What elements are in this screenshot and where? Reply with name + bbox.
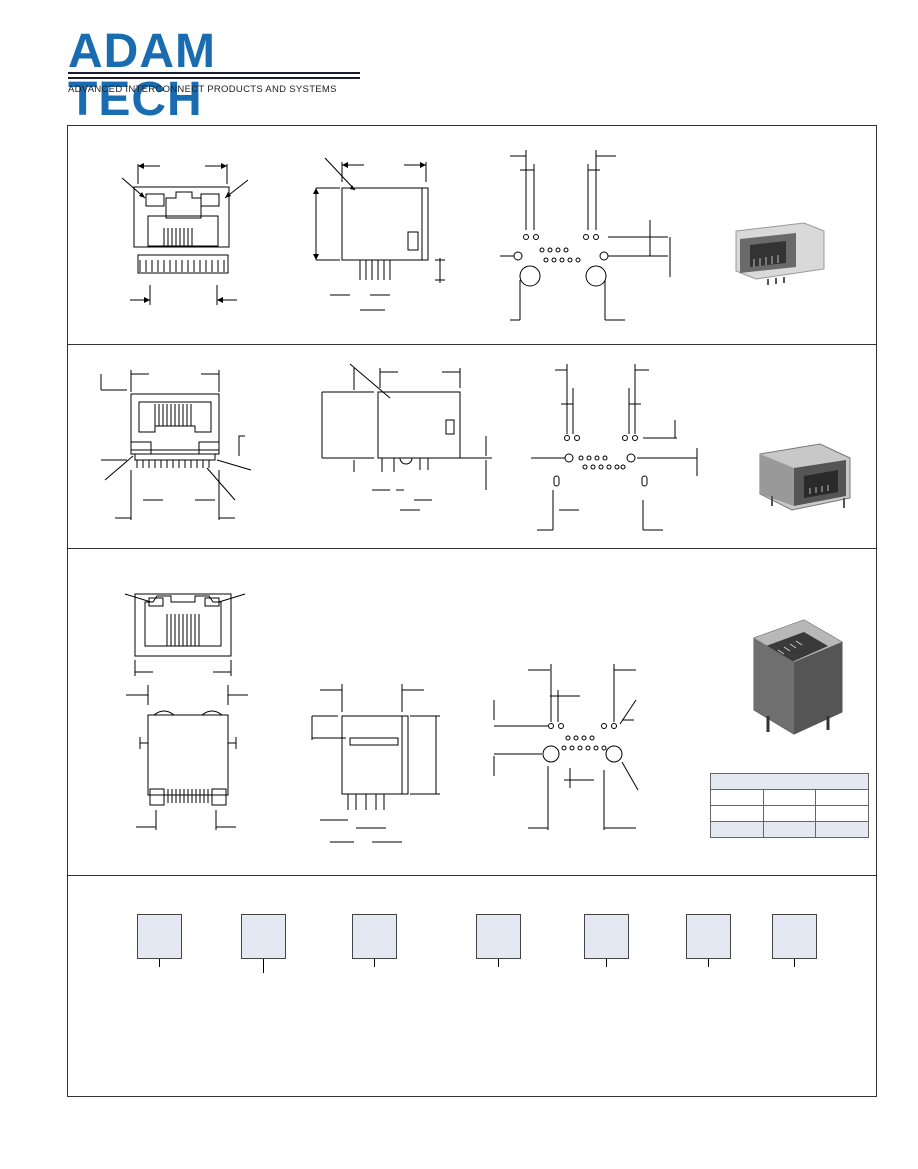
pcb-layout-drawing	[531, 364, 698, 531]
top-view-drawing	[124, 593, 246, 676]
option-table	[710, 773, 869, 838]
section-divider	[67, 875, 877, 876]
box-leader	[374, 959, 375, 967]
section-divider	[67, 344, 877, 345]
part-number-box	[686, 914, 731, 959]
side-view-drawing	[313, 157, 445, 311]
product-photo-1	[732, 217, 828, 292]
product-photo-3	[748, 612, 846, 747]
company-logo: ADAM TECH	[68, 28, 363, 124]
table-row	[710, 789, 869, 806]
part-number-box	[137, 914, 182, 959]
product-photo-2	[750, 436, 860, 521]
logo-rule	[68, 77, 360, 79]
part-number-box	[476, 914, 521, 959]
rj45-jack-icon	[753, 619, 843, 735]
table-row	[710, 821, 869, 838]
table-row	[710, 805, 869, 822]
front-view-drawing	[121, 163, 249, 305]
box-leader	[708, 959, 709, 967]
part-number-box	[584, 914, 629, 959]
pcb-layout-drawing	[493, 664, 639, 830]
box-leader	[794, 959, 795, 967]
drawing-frame	[67, 125, 877, 1097]
side-view-drawing	[311, 684, 440, 843]
tagline: ADVANCED INTERCONNECT PRODUCTS AND SYSTE…	[68, 84, 337, 95]
pcb-layout-drawing	[500, 150, 671, 321]
logo-text: ADAM TECH	[68, 25, 216, 126]
logo-rule	[68, 72, 360, 74]
part-number-box	[772, 914, 817, 959]
box-leader	[263, 959, 264, 973]
part-number-box	[241, 914, 286, 959]
box-leader	[498, 959, 499, 967]
part-number-box	[352, 914, 397, 959]
section-divider	[67, 548, 877, 549]
front-view-drawing	[126, 685, 248, 830]
table-header	[710, 773, 869, 790]
box-leader	[606, 959, 607, 967]
side-view-drawing	[321, 363, 492, 511]
rj45-jack-icon	[735, 222, 825, 285]
front-view-drawing	[100, 370, 252, 520]
box-leader	[159, 959, 160, 967]
rj45-jack-icon	[759, 443, 851, 511]
